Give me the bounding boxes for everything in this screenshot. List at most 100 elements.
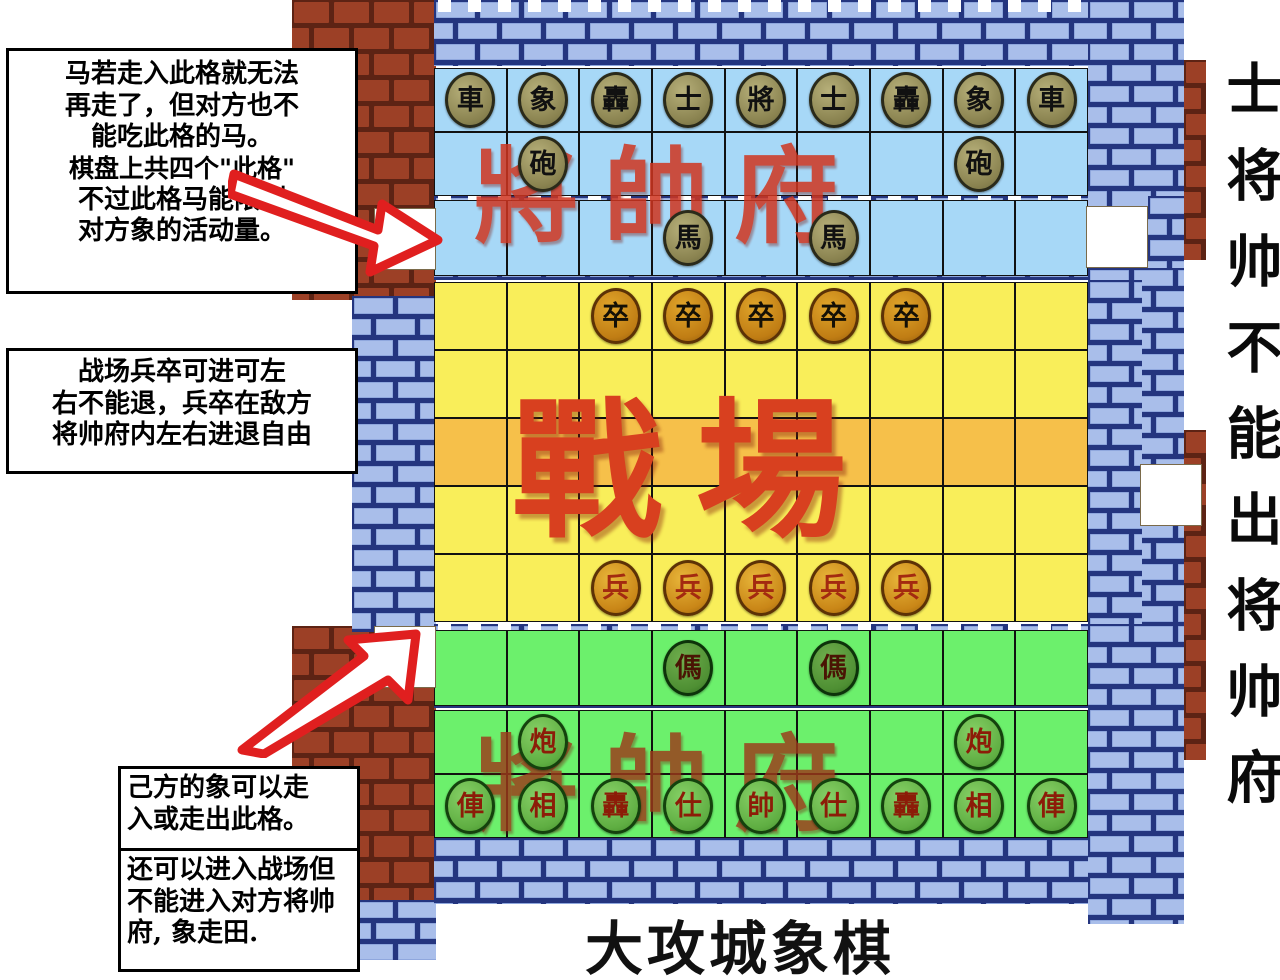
chess-piece[interactable]: 兵 <box>663 560 714 616</box>
board-cell[interactable] <box>869 710 943 774</box>
chess-piece[interactable]: 相 <box>517 778 568 834</box>
board-cell[interactable]: 轟 <box>579 774 652 838</box>
board-cell[interactable]: 兵 <box>579 554 652 622</box>
board-cell[interactable]: 卒 <box>869 282 943 350</box>
chess-piece[interactable]: 轟 <box>590 778 641 834</box>
board-cell[interactable] <box>434 486 507 554</box>
chess-piece[interactable]: 轟 <box>881 72 932 128</box>
chess-piece[interactable]: 兵 <box>590 560 641 616</box>
chess-piece[interactable]: 車 <box>445 72 496 128</box>
board-cell[interactable]: 轟 <box>869 774 943 838</box>
board-cell[interactable] <box>506 282 580 350</box>
board-cell[interactable] <box>651 418 725 486</box>
chess-piece[interactable]: 卒 <box>808 288 859 344</box>
chess-piece[interactable]: 象 <box>953 72 1004 128</box>
chess-piece[interactable]: 仕 <box>663 778 714 834</box>
board-cell[interactable] <box>1015 710 1088 774</box>
chess-piece[interactable]: 卒 <box>590 288 641 344</box>
board-cell[interactable]: 象 <box>506 68 580 132</box>
board-cell[interactable]: 砲 <box>506 132 580 196</box>
chess-piece[interactable]: 帥 <box>735 778 786 834</box>
board-cell[interactable]: 轟 <box>869 68 943 132</box>
board-cell[interactable] <box>1015 486 1088 554</box>
chess-piece[interactable]: 傌 <box>663 640 714 696</box>
board-cell[interactable] <box>724 486 798 554</box>
board-cell[interactable] <box>1015 282 1088 350</box>
board-cell[interactable]: 相 <box>942 774 1016 838</box>
board-cell[interactable] <box>506 486 580 554</box>
board-cell[interactable] <box>579 200 652 276</box>
board-cell[interactable] <box>869 630 943 706</box>
board-cell[interactable] <box>869 350 943 418</box>
board-cell[interactable] <box>506 418 580 486</box>
board-cell[interactable] <box>434 418 507 486</box>
board-cell[interactable] <box>579 630 652 706</box>
board-cell[interactable] <box>1015 132 1088 196</box>
chess-piece[interactable]: 卒 <box>663 288 714 344</box>
board-cell[interactable] <box>797 418 870 486</box>
board-cell[interactable]: 士 <box>797 68 870 132</box>
chess-piece[interactable]: 士 <box>663 72 714 128</box>
board-cell[interactable] <box>506 350 580 418</box>
board-cell[interactable] <box>1015 630 1088 706</box>
board-cell[interactable]: 卒 <box>797 282 870 350</box>
board-cell[interactable] <box>506 554 580 622</box>
board-cell[interactable] <box>724 200 798 276</box>
board-cell[interactable] <box>434 554 507 622</box>
board-cell[interactable] <box>869 418 943 486</box>
chess-piece[interactable]: 馬 <box>663 210 714 266</box>
board-cell[interactable]: 馬 <box>651 200 725 276</box>
chess-piece[interactable]: 馬 <box>808 210 859 266</box>
board-cell[interactable]: 傌 <box>651 630 725 706</box>
board-cell[interactable] <box>434 282 507 350</box>
board-cell[interactable]: 馬 <box>797 200 870 276</box>
board-cell[interactable]: 炮 <box>942 710 1016 774</box>
board-cell[interactable]: 相 <box>506 774 580 838</box>
board-cell[interactable]: 兵 <box>797 554 870 622</box>
chess-piece[interactable]: 砲 <box>517 136 568 192</box>
chess-piece[interactable]: 傌 <box>808 640 859 696</box>
board-cell[interactable] <box>579 132 652 196</box>
board-cell[interactable]: 炮 <box>506 710 580 774</box>
board-cell[interactable] <box>1015 200 1088 276</box>
board-cell[interactable] <box>579 710 652 774</box>
board-cell[interactable]: 轟 <box>579 68 652 132</box>
board-cell[interactable] <box>797 132 870 196</box>
board-cell[interactable] <box>579 350 652 418</box>
board-cell[interactable] <box>434 200 507 276</box>
board-cell[interactable] <box>869 486 943 554</box>
board-cell[interactable] <box>724 710 798 774</box>
board-cell[interactable]: 兵 <box>651 554 725 622</box>
board-cell[interactable] <box>434 132 507 196</box>
board-cell[interactable] <box>942 486 1016 554</box>
board-cell[interactable] <box>797 350 870 418</box>
board-cell[interactable] <box>797 710 870 774</box>
chess-piece[interactable]: 兵 <box>735 560 786 616</box>
board-cell[interactable]: 將 <box>724 68 798 132</box>
board-cell[interactable] <box>579 418 652 486</box>
chess-piece[interactable]: 士 <box>808 72 859 128</box>
board-cell[interactable]: 俥 <box>1015 774 1088 838</box>
chess-piece[interactable]: 卒 <box>881 288 932 344</box>
chess-piece[interactable]: 俥 <box>445 778 496 834</box>
board-cell[interactable] <box>651 350 725 418</box>
board-cell[interactable] <box>942 554 1016 622</box>
board-cell[interactable]: 俥 <box>434 774 507 838</box>
chess-piece[interactable]: 俥 <box>1026 778 1077 834</box>
board-cell[interactable] <box>506 630 580 706</box>
board-cell[interactable]: 仕 <box>797 774 870 838</box>
board-cell[interactable] <box>651 486 725 554</box>
chess-piece[interactable]: 卒 <box>735 288 786 344</box>
chess-piece[interactable]: 炮 <box>517 714 568 770</box>
board-cell[interactable]: 兵 <box>869 554 943 622</box>
chess-piece[interactable]: 將 <box>735 72 786 128</box>
chess-piece[interactable]: 相 <box>953 778 1004 834</box>
chess-piece[interactable]: 車 <box>1026 72 1077 128</box>
board-cell[interactable] <box>942 282 1016 350</box>
board-cell[interactable]: 士 <box>651 68 725 132</box>
chess-piece[interactable]: 轟 <box>590 72 641 128</box>
board-cell[interactable] <box>797 486 870 554</box>
board-cell[interactable] <box>1015 418 1088 486</box>
board-cell[interactable] <box>724 630 798 706</box>
board-cell[interactable] <box>942 200 1016 276</box>
